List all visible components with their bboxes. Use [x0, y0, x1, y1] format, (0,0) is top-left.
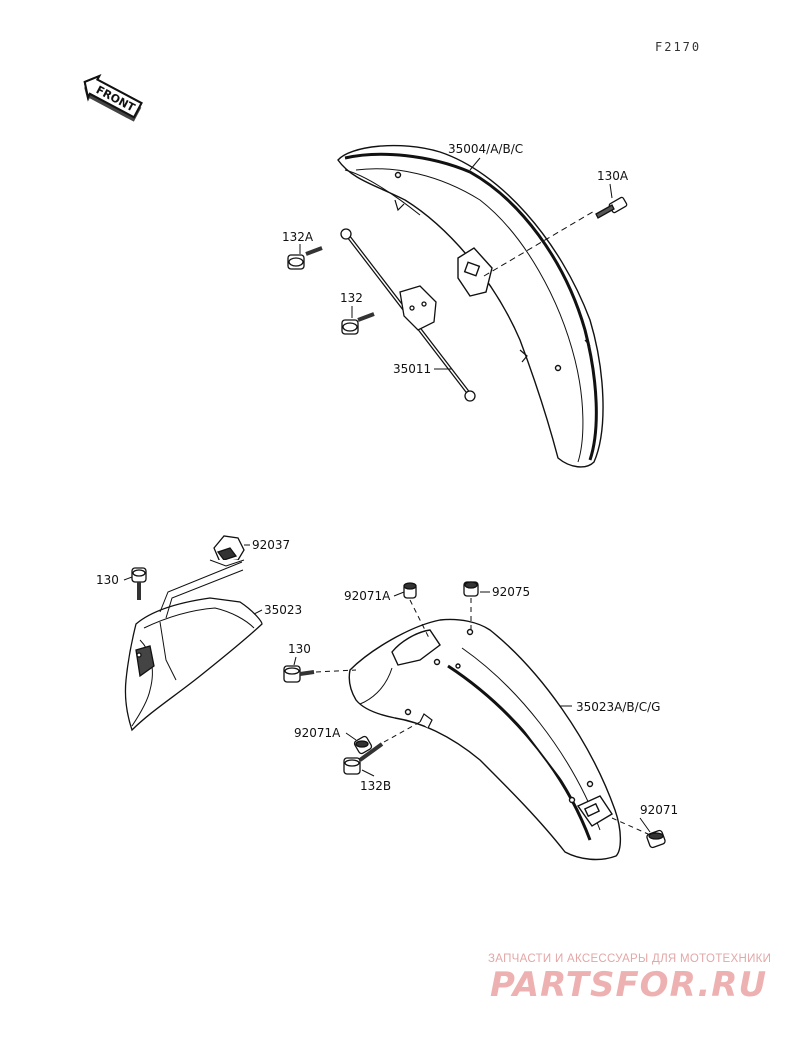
bolt-132B-icon — [343, 742, 384, 775]
grommet-92071A-top-icon — [403, 582, 417, 599]
clamp-92037-icon — [209, 535, 245, 567]
leader-line — [483, 209, 597, 277]
rear-fender-35023 — [124, 597, 263, 732]
label-35023A: 35023A/B/C/G — [576, 700, 660, 714]
leader-line — [159, 561, 243, 613]
leader-line — [409, 599, 431, 641]
leader-line — [383, 721, 421, 743]
figure-code: F2170 — [655, 40, 701, 54]
bolt-130-left-icon — [131, 567, 147, 600]
label-130A: 130A — [597, 169, 629, 183]
rear-fender-35023A — [348, 618, 622, 861]
label-132: 132 — [340, 291, 363, 305]
label-35023: 35023 — [264, 603, 302, 617]
watermark-brand: PARTSFOR.RU — [490, 965, 767, 1005]
label-35004: 35004/A/B/C — [448, 142, 523, 156]
label-92037: 92037 — [252, 538, 290, 552]
watermark-tagline: ЗАПЧАСТИ И АКСЕССУАРЫ ДЛЯ МОТОТЕХНИКИ — [488, 953, 771, 965]
leader-line — [165, 569, 244, 619]
label-130-left: 130 — [96, 573, 119, 587]
label-130-right: 130 — [288, 642, 311, 656]
leader-line — [315, 669, 357, 673]
label-132B: 132B — [360, 779, 391, 793]
grommet-92071-icon — [646, 829, 666, 849]
front-arrow-icon: FRONT — [83, 74, 143, 122]
label-35011: 35011 — [393, 362, 431, 376]
stay-35011 — [340, 228, 476, 402]
grommet-92071A-low-icon — [353, 735, 373, 755]
callout-leaders — [123, 157, 651, 833]
bolt-132-icon — [341, 312, 375, 335]
front-fender-35004 — [337, 144, 604, 468]
label-132A: 132A — [282, 230, 314, 244]
label-92071A-top: 92071A — [344, 589, 391, 603]
bolt-132A-icon — [287, 246, 323, 270]
label-92075: 92075 — [492, 585, 530, 599]
leader-line — [611, 817, 649, 835]
bolt-130A-icon — [595, 196, 628, 219]
grommet-92075-icon — [463, 581, 479, 597]
label-92071: 92071 — [640, 803, 678, 817]
label-92071A-low: 92071A — [294, 726, 341, 740]
bolt-130-right-icon — [283, 665, 315, 683]
